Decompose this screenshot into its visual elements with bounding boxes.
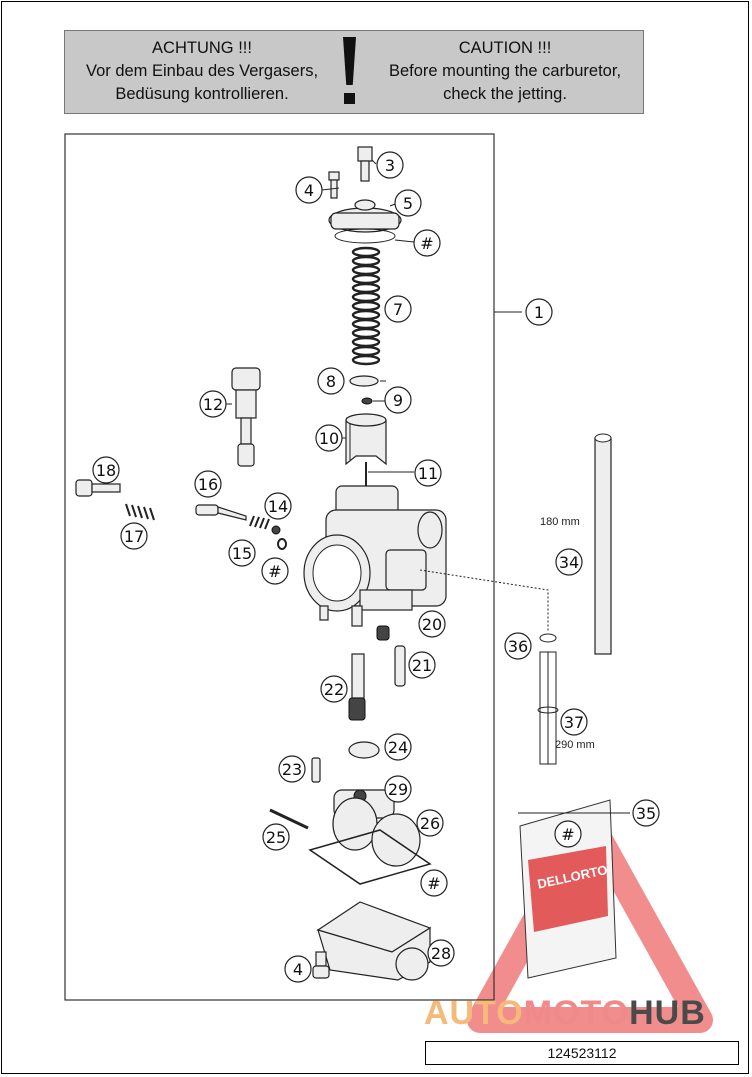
label-11: 11 [418, 464, 438, 483]
leader-lines [226, 159, 630, 814]
svg-text:AUTOMOTOHUB: AUTOMOTOHUB [424, 994, 706, 1032]
assembly-frame [64, 133, 495, 1001]
label-8: 8 [326, 372, 336, 391]
caution-box: ACHTUNG !!! Vor dem Einbau des Vergasers… [64, 30, 644, 114]
caution-english: CAUTION !!! Before mounting the carburet… [370, 37, 640, 106]
label-14: 14 [268, 497, 288, 516]
main-jet [348, 741, 380, 759]
vent-line [419, 569, 549, 632]
label-35: 35 [636, 804, 656, 823]
label-10: 10 [319, 429, 339, 448]
jet-kit-package: DELLORTO [519, 799, 617, 979]
label-18: 18 [96, 461, 116, 480]
watermark-text: AUTOMOTOHUB [424, 994, 706, 1032]
label-37: 37 [564, 713, 584, 732]
label-hash-kit: # [561, 825, 574, 844]
label-15: 15 [232, 544, 252, 563]
measurement-short-hose: 180 mm [540, 516, 580, 528]
label-17: 17 [124, 527, 144, 546]
label-16: 16 [198, 475, 218, 494]
float-needle [311, 757, 321, 783]
vent-hose-long [537, 633, 559, 765]
label-9: 9 [393, 391, 403, 410]
label-24: 24 [388, 738, 408, 757]
float-bowl-gasket [308, 829, 432, 885]
watermark-hub: HUB [629, 994, 706, 1032]
label-34: 34 [559, 553, 579, 572]
float-bowl [316, 901, 432, 981]
caution-german-title: ACHTUNG !!! [152, 39, 252, 57]
label-hash-cover: # [420, 234, 433, 253]
atomizer [348, 653, 366, 721]
label-26: 26 [420, 814, 440, 833]
vent-hose-short [594, 433, 612, 655]
caution-german: ACHTUNG !!! Vor dem Einbau des Vergasers… [67, 37, 337, 106]
mixture-spring [249, 515, 270, 530]
label-22: 22 [324, 680, 344, 699]
float [332, 789, 421, 867]
label-5: 5 [403, 194, 413, 213]
watermark-auto: AUTO [424, 994, 524, 1032]
cap-screw [357, 146, 373, 182]
carburetor-body [303, 485, 447, 627]
watermark-moto: MOTO [524, 994, 629, 1032]
mixture-screw [195, 504, 247, 521]
label-29: 29 [388, 780, 408, 799]
caution-german-line2: Vor dem Einbau des Vergasers, [85, 62, 319, 80]
caution-english-line3: check the jetting. [443, 85, 567, 103]
label-3: 3 [385, 156, 395, 175]
idle-screw [75, 479, 121, 497]
label-12: 12 [203, 395, 223, 414]
caution-german-line3: Bedüsung kontrollieren. [115, 85, 289, 103]
small-screw [328, 171, 340, 199]
washer [271, 525, 281, 535]
label-21: 21 [412, 656, 432, 675]
label-20: 20 [422, 615, 442, 634]
part-labels: 1 3 4 5 # 7 8 9 10 11 12 14 15 16 17 18 … [92, 151, 660, 983]
needle-clip [361, 397, 373, 405]
label-4-bottom: 4 [293, 960, 303, 979]
bowl-screw [312, 951, 330, 979]
needle-washer [349, 375, 379, 387]
leader-line [394, 239, 415, 243]
label-4-top: 4 [304, 181, 314, 200]
label-25: 25 [266, 828, 286, 847]
throttle-spring [351, 246, 381, 366]
label-hash-oring: # [268, 562, 281, 581]
label-1: 1 [534, 303, 544, 322]
label-hash-gasket: # [427, 874, 440, 893]
o-ring [277, 538, 287, 550]
caution-english-title: CAUTION !!! [458, 39, 552, 57]
part-number-code: 124523112 [425, 1041, 739, 1065]
label-28: 28 [431, 944, 451, 963]
label-7: 7 [393, 300, 403, 319]
label-23: 23 [282, 760, 302, 779]
top-cover [328, 199, 402, 244]
idle-jet [376, 625, 390, 641]
float-pin [269, 808, 309, 830]
idle-spring [125, 503, 155, 521]
exclamation-icon [338, 37, 362, 107]
measurement-long-hose: 290 mm [555, 739, 595, 751]
caution-english-line2: Before mounting the carburetor, [388, 62, 622, 80]
starter-jet [394, 645, 406, 687]
throttle-slide [345, 413, 387, 466]
choke-plunger [231, 367, 261, 467]
label-36: 36 [508, 637, 528, 656]
